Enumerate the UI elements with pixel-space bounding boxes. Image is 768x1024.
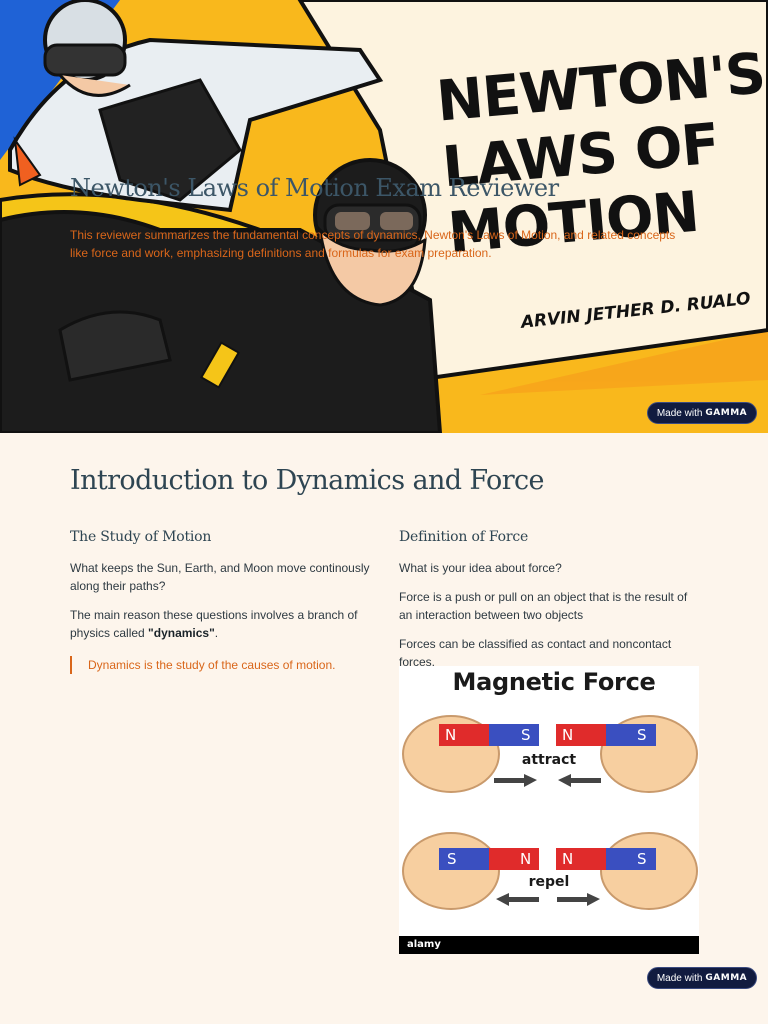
pole-label: S	[637, 850, 647, 868]
paragraph: The main reason these questions involves…	[70, 606, 370, 642]
repel-label: repel	[528, 874, 570, 890]
content-card: Introduction to Dynamics and Force The S…	[0, 433, 768, 1024]
badge-prefix: Made with	[656, 972, 703, 984]
figure-title: Magnetic Force	[452, 668, 656, 696]
magnets-illustration	[402, 715, 698, 910]
column-heading: Definition of Force	[399, 529, 529, 545]
section-title: Introduction to Dynamics and Force	[70, 465, 545, 496]
pole-label: S	[447, 850, 457, 868]
document-title: Newton's Laws of Motion Exam Reviewer	[70, 174, 559, 202]
made-with-gamma-badge[interactable]: Made with GAMMA	[647, 402, 757, 424]
paragraph-text: The main reason these questions involves…	[70, 608, 358, 640]
hero-illustration	[0, 0, 768, 433]
column-study-of-motion: The Study of Motion What keeps the Sun, …	[70, 529, 370, 674]
magnetic-force-image: Magnetic Force	[399, 666, 699, 954]
badge-brand: GAMMA	[705, 973, 748, 983]
paragraph: Forces can be classified as contact and …	[399, 637, 672, 669]
pole-label: N	[520, 850, 532, 868]
pole-label: S	[521, 726, 531, 744]
alamy-watermark: alamy	[407, 939, 441, 950]
figure-footer: alamy	[399, 936, 699, 954]
document-description: This reviewer summarizes the fundamental…	[70, 228, 676, 260]
pole-label: N	[445, 726, 457, 744]
paragraph: What keeps the Sun, Earth, and Moon move…	[70, 561, 370, 593]
made-with-gamma-badge[interactable]: Made with GAMMA	[647, 967, 757, 989]
callout-quote: Dynamics is the study of the causes of m…	[70, 656, 370, 674]
badge-prefix: Made with	[656, 407, 703, 419]
bold-term: "dynamics"	[148, 626, 215, 640]
paragraph: What is your idea about force?	[399, 561, 562, 575]
badge-brand: GAMMA	[705, 408, 748, 418]
paragraph: Force is a push or pull on an object tha…	[399, 590, 688, 622]
hero-banner: NEWTON'S LAWS OF MOTION ARVIN JETHER D. …	[0, 0, 768, 433]
pole-label: S	[637, 726, 647, 744]
attract-label: attract	[521, 752, 577, 768]
column-heading: The Study of Motion	[70, 529, 212, 545]
paragraph-text: .	[214, 626, 219, 640]
pole-label: N	[562, 850, 574, 868]
column-definition-of-force: Definition of Force What is your idea ab…	[399, 529, 699, 682]
pole-label: N	[562, 726, 574, 744]
